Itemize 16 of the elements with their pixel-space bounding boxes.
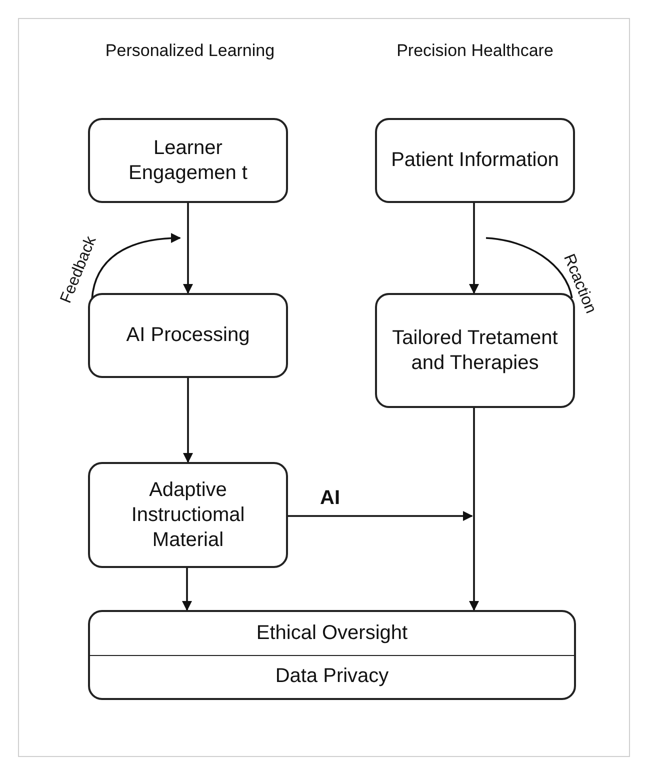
- arrow: [183, 203, 193, 294]
- process-box: Tailored Tretament and Therapies: [375, 293, 575, 408]
- arrow: [91, 233, 181, 300]
- process-box: Learner Engagemen t: [88, 118, 288, 203]
- arrow: [469, 203, 479, 294]
- process-box: Patient Information: [375, 118, 575, 203]
- arrow: [183, 378, 193, 463]
- process-box: Adaptive Instructiomal Material: [88, 462, 288, 568]
- column-heading: Precision Healthcare: [396, 40, 554, 62]
- arrow: [182, 568, 192, 611]
- column-heading: Personalized Learning: [104, 40, 276, 62]
- arrow: [469, 408, 479, 611]
- process-box: Ethical Oversight Data Privacy: [88, 610, 576, 700]
- arrow: [288, 511, 473, 521]
- curved-line: [486, 237, 573, 298]
- process-box: AI Processing: [88, 293, 288, 378]
